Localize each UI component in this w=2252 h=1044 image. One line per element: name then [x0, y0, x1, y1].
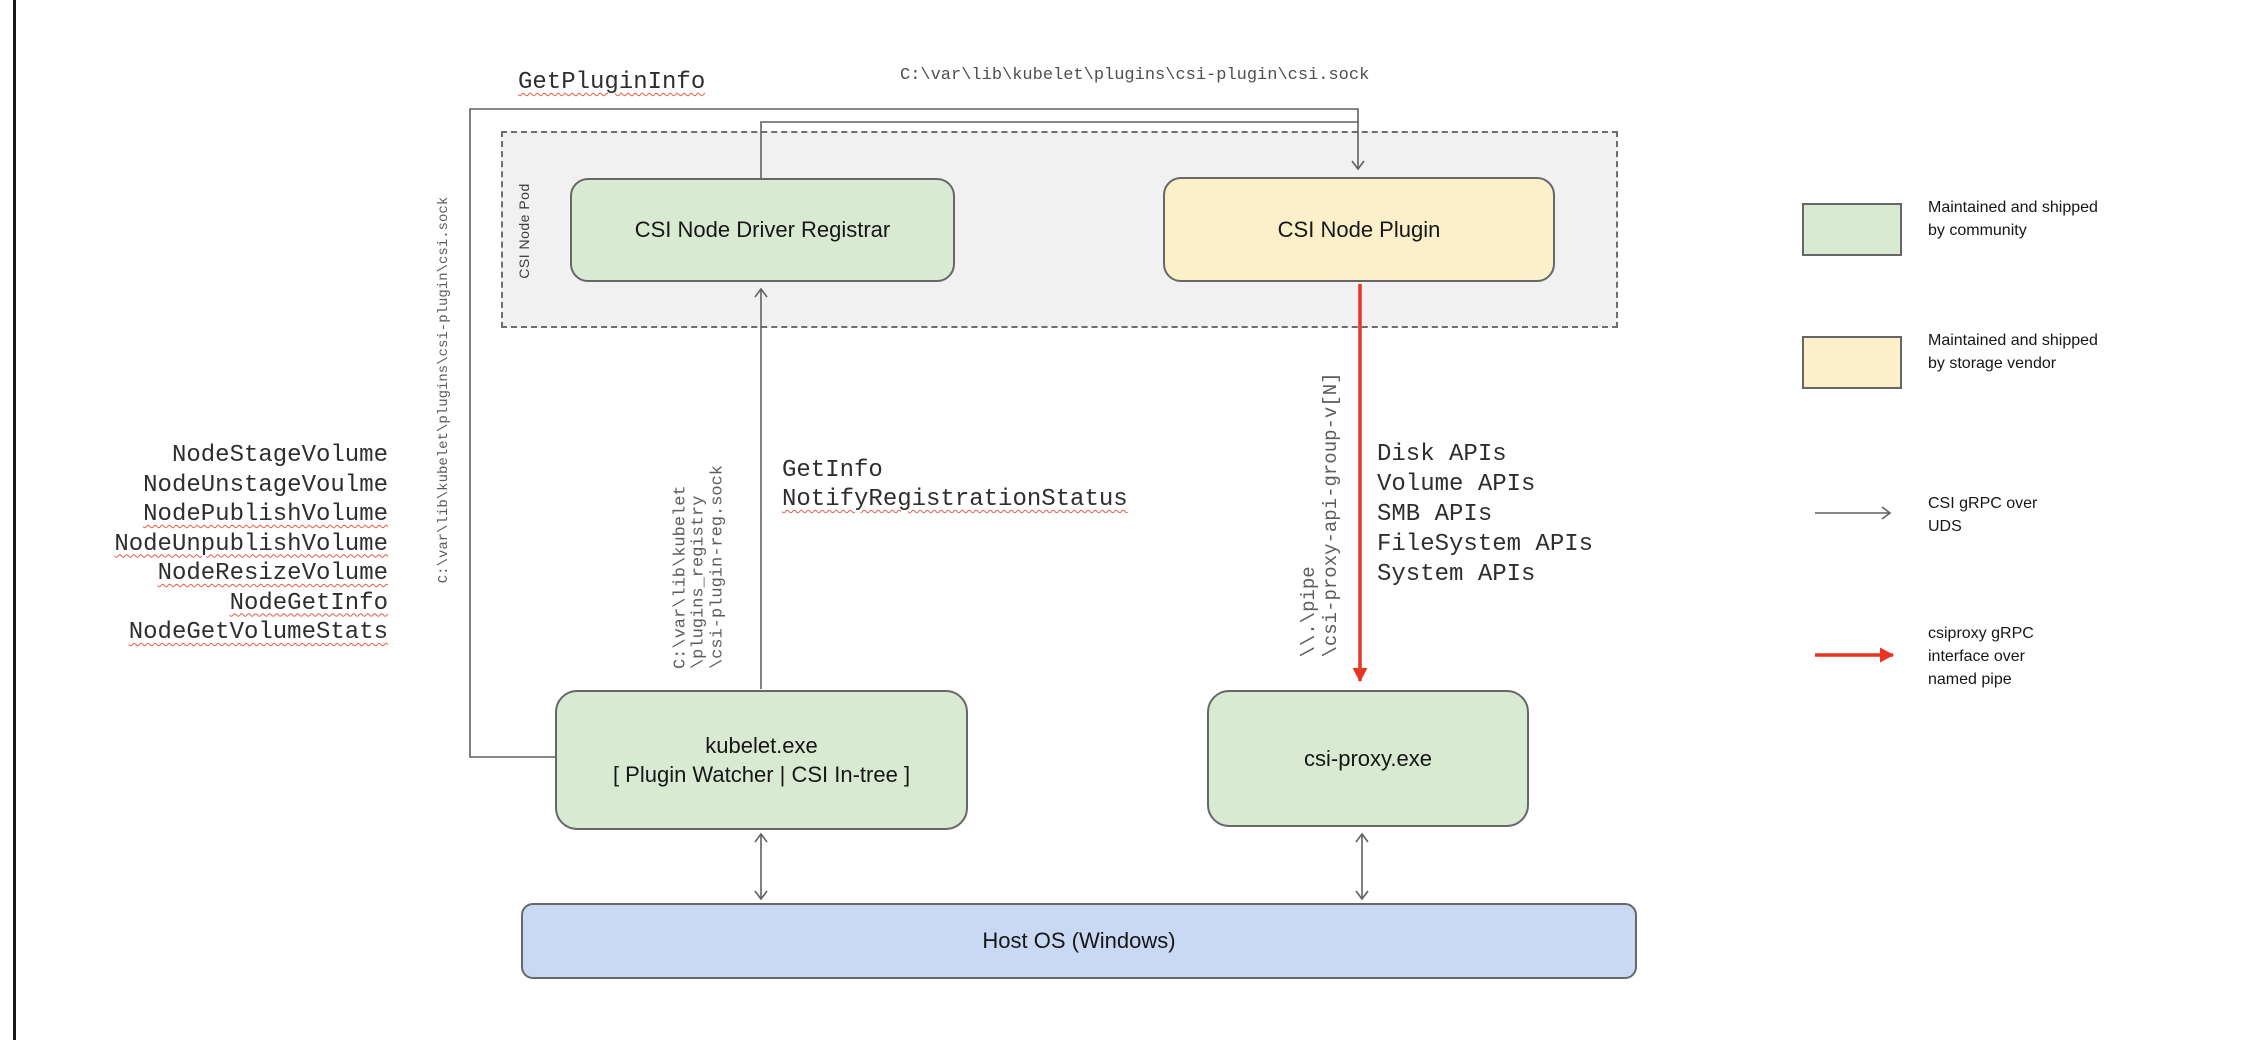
- host-os-box: Host OS (Windows): [521, 903, 1637, 979]
- kubelet-label-line2: [ Plugin Watcher | CSI In-tree ]: [612, 762, 911, 787]
- legend-community-swatch: [1802, 203, 1902, 256]
- page-edge-line: [13, 0, 16, 1040]
- csi-node-pod-label: CSI Node Pod: [516, 183, 532, 279]
- get-plugin-info-label: GetPluginInfo: [518, 69, 706, 96]
- csi-node-plugin-box: CSI Node Plugin: [1163, 177, 1555, 282]
- registration-socket-path-label: C:\var\lib\kubelet\plugins_registry\csi-…: [671, 464, 728, 670]
- legend-vendor-swatch: [1802, 336, 1902, 389]
- host-os-label: Host OS (Windows): [982, 928, 1176, 953]
- csi-proxy-label: csi-proxy.exe: [1304, 745, 1432, 771]
- csi-socket-path-left-label: C:\var\lib\kubelet\plugins\csi-plugin\cs…: [436, 196, 452, 584]
- named-pipe-path-label: \\.\pipe\csi-proxy-api-group-v[N]: [1298, 372, 1342, 658]
- kubelet-box: kubelet.exe [ Plugin Watcher | CSI In-tr…: [555, 690, 968, 830]
- csi-node-plugin-label: CSI Node Plugin: [1277, 216, 1441, 242]
- registration-rpc-labels: GetInfo NotifyRegistrationStatus: [782, 456, 1128, 514]
- get-info-label: GetInfo: [782, 457, 883, 484]
- notify-registration-status-label: NotifyRegistrationStatus: [782, 486, 1128, 513]
- csi-proxy-box: csi-proxy.exe: [1207, 690, 1529, 827]
- csi-socket-path-top-label: C:\var\lib\kubelet\plugins\csi-plugin\cs…: [900, 66, 1370, 85]
- csi-node-driver-registrar-box: CSI Node Driver Registrar: [570, 178, 955, 282]
- kubelet-label-line1: kubelet.exe: [705, 733, 818, 758]
- csi-node-driver-registrar-label: CSI Node Driver Registrar: [634, 217, 891, 242]
